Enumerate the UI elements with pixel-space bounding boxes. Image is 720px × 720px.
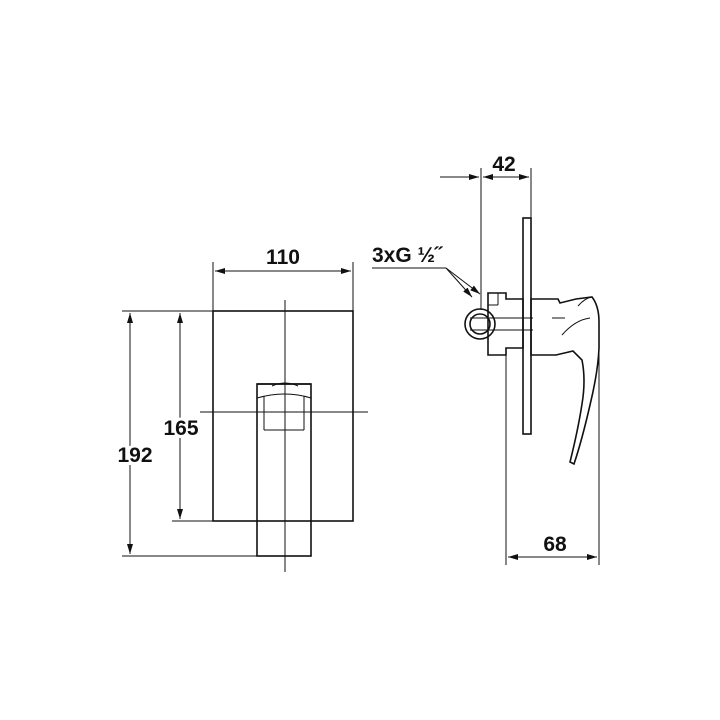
depth-total-label: 68 [543,533,567,556]
inlet-circle-inner [469,313,491,335]
handle-side [530,296,600,466]
side-view [464,217,600,466]
connection-callout: 3xG ½˝ [372,244,481,298]
cover-plate-front [212,310,354,522]
dimension-depth-total: 68 [505,348,600,565]
dimension-height-outer: 192 [114,310,257,557]
front-view [200,300,368,572]
wall-plate-side [522,217,532,435]
dimension-width: 110 [212,246,354,311]
height-plate-label: 165 [163,417,198,440]
depth-body-label: 42 [492,153,515,176]
dimension-height-plate: 165 [160,313,213,522]
inlet-circle-outer [464,308,496,340]
dimension-depth-body: 42 [440,153,532,310]
valve-body [487,292,524,356]
width-label: 110 [266,246,300,269]
height-outer-label: 192 [117,444,152,467]
connection-label: 3xG ½˝ [372,244,443,267]
handle-body-front [256,383,312,557]
